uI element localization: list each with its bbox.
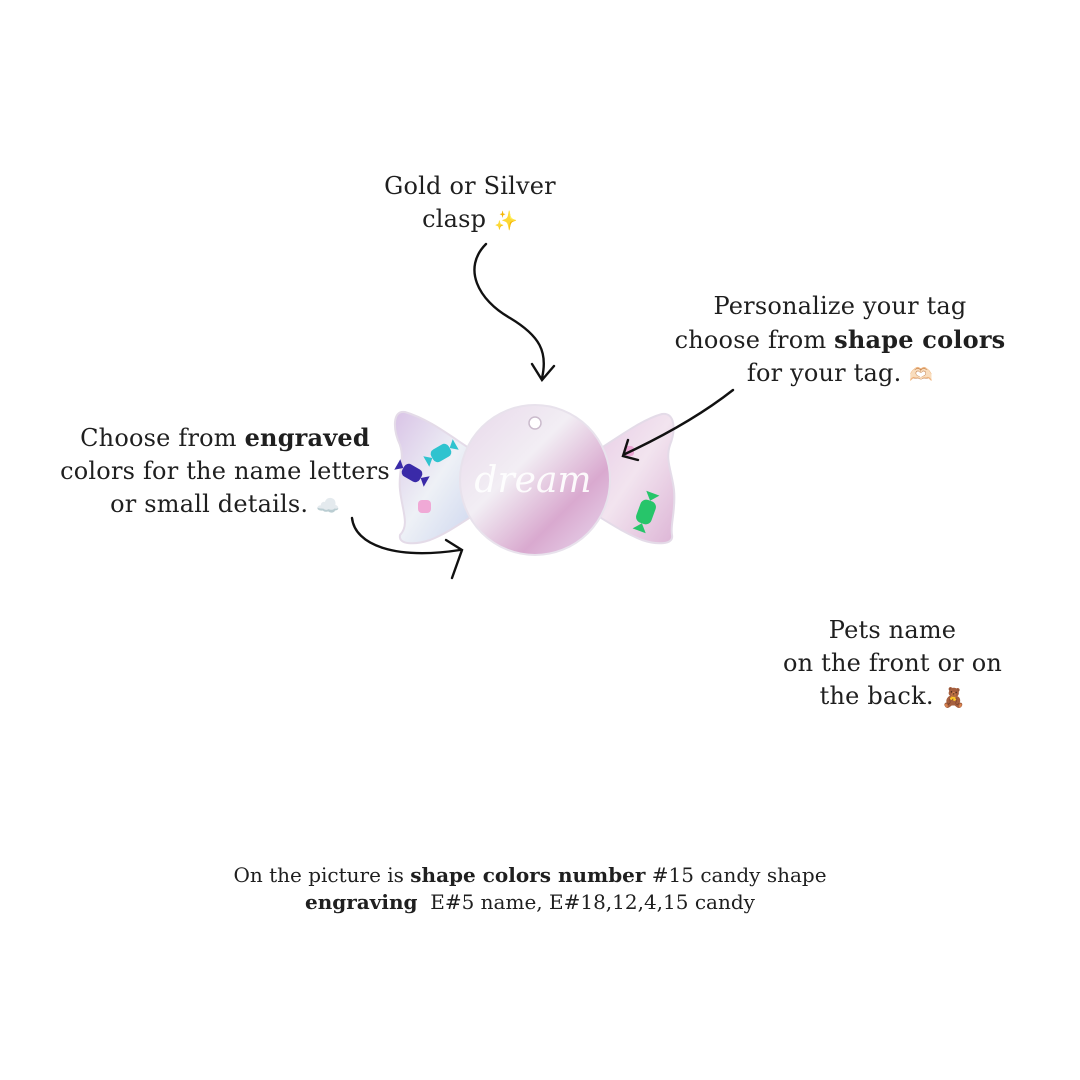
arrow-engraved-icon xyxy=(350,516,464,580)
shape-line3-wrap: for your tag. 🫶🏻 xyxy=(640,357,1040,392)
candy-decor-blue xyxy=(394,459,430,487)
heart-hands-icon: 🫶🏻 xyxy=(909,364,934,386)
sparkles-icon: ✨ xyxy=(494,210,518,232)
candy-decor-green xyxy=(632,490,660,534)
shape-line2-bold: shape colors xyxy=(834,325,1006,354)
candy-tag: dream xyxy=(394,404,676,556)
engraved-annotation: Choose from engraved colors for the name… xyxy=(30,421,420,523)
clasp-line1: Gold or Silver xyxy=(384,172,556,200)
clasp-line2-wrap: clasp ✨ xyxy=(330,203,610,238)
pets-line2: on the front or on xyxy=(782,649,1003,677)
arrow-clasp-icon xyxy=(473,242,556,383)
footer-line1-prefix: On the picture is xyxy=(233,863,411,887)
cloud-icon: ☁️ xyxy=(316,495,340,517)
teddy-bear-icon: 🧸 xyxy=(941,687,966,709)
pets-line3-wrap: the back. 🧸 xyxy=(760,680,1025,715)
pets-annotation: Pets name on the front or on the back. 🧸 xyxy=(760,614,1025,715)
shape-line2-wrap: choose from shape colors xyxy=(640,323,1040,357)
footer-line2-bold: engraving xyxy=(305,890,418,914)
footer-line1-suffix: #15 candy shape xyxy=(645,863,827,887)
engraved-line1-bold: engraved xyxy=(244,423,370,452)
clasp-line2: clasp xyxy=(422,205,487,233)
shape-line1: Personalize your tag xyxy=(713,292,967,320)
tag-body xyxy=(459,404,611,556)
candy-decor-cyan xyxy=(423,439,459,467)
engraved-name: dream xyxy=(474,460,591,501)
shape-line3: for your tag. xyxy=(746,359,902,387)
footer-line1-bold: shape colors number xyxy=(410,863,646,887)
tag-left-wing xyxy=(394,410,484,545)
footer-line2-suffix: E#5 name, E#18,12,4,15 candy xyxy=(417,890,755,914)
shape-line2-prefix: choose from xyxy=(674,326,835,354)
engraved-line1-wrap: Choose from engraved xyxy=(30,421,420,455)
footer-line2: engraving E#5 name, E#18,12,4,15 candy xyxy=(170,889,890,916)
clasp-annotation: Gold or Silver clasp ✨ xyxy=(330,170,610,238)
pets-line3: the back. xyxy=(819,682,934,710)
pets-line1: Pets name xyxy=(828,616,957,644)
footer-note: On the picture is shape colors number #1… xyxy=(170,862,890,916)
engraved-line2: colors for the name letters xyxy=(60,457,390,485)
tag-clasp-hole xyxy=(528,416,542,430)
engraved-line1-prefix: Choose from xyxy=(80,424,245,452)
shape-annotation: Personalize your tag choose from shape c… xyxy=(640,290,1040,392)
arrow-shape-icon xyxy=(621,388,735,462)
engraved-line3-wrap: or small details. ☁️ xyxy=(30,488,420,523)
footer-line1: On the picture is shape colors number #1… xyxy=(170,862,890,889)
candy-decor-pink xyxy=(418,500,431,513)
engraved-line3: or small details. xyxy=(110,490,309,518)
